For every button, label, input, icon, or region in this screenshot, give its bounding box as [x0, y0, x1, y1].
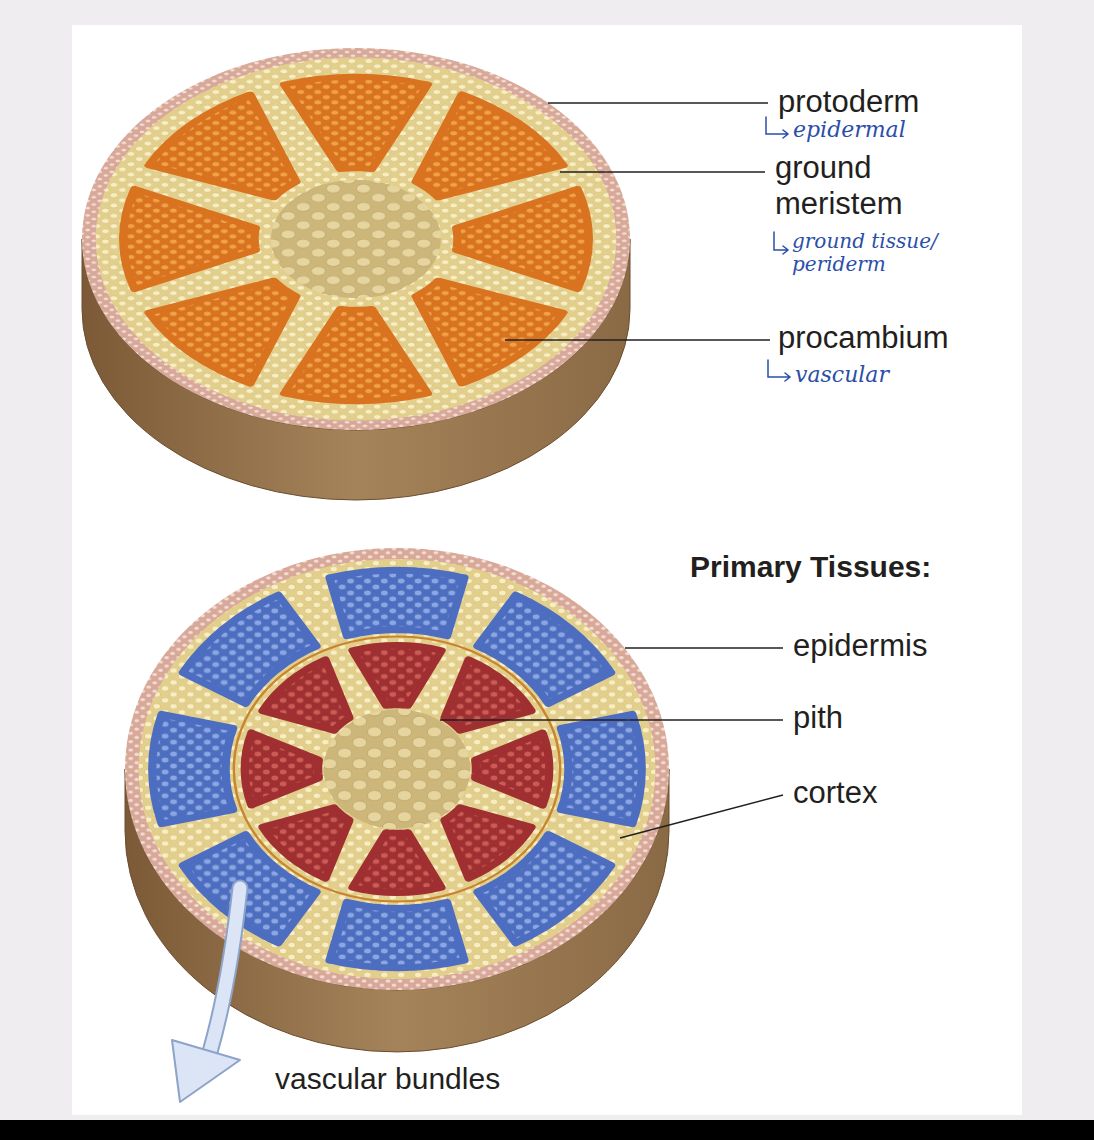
phloem-block: [330, 902, 465, 968]
hand-arrow: [766, 117, 788, 138]
leader-line: [548, 102, 768, 104]
pointer-arrowhead: [172, 1040, 240, 1102]
part-label: procambium: [778, 320, 1038, 356]
xylem-wedge: [475, 733, 549, 805]
pointer-arrow-shaft: [210, 888, 240, 1052]
part-label: cortex: [793, 775, 1033, 811]
xylem-wedge: [245, 733, 319, 805]
procambium-strand: [416, 94, 564, 197]
procambium-strand: [284, 309, 428, 402]
procambium-strand: [123, 189, 256, 289]
epidermis-ring: [125, 548, 669, 990]
leader-line: [620, 795, 783, 838]
cortex-ground: [96, 58, 617, 421]
cambium-ring: [234, 636, 560, 901]
xylem-wedge: [263, 660, 350, 731]
stem-cross-section: [125, 548, 669, 990]
procambium-strand: [284, 77, 428, 170]
phloem-block: [330, 570, 465, 636]
procambium-strand: [148, 94, 296, 197]
xylem-wedge: [352, 832, 441, 892]
annotation-note: ground tissue/ periderm: [792, 230, 982, 276]
pith-core: [271, 180, 441, 298]
xylem-wedge: [352, 645, 441, 705]
leader-line: [625, 647, 783, 649]
panel: [72, 25, 1022, 1115]
annotation-note: vascular: [795, 362, 995, 387]
pointer-arrow-outline: [210, 888, 240, 1052]
xylem-wedge: [263, 808, 350, 879]
epidermis-ring: [82, 48, 630, 430]
procambium-strand: [416, 281, 564, 384]
cortex-ground: [139, 559, 656, 979]
part-label: ground meristem: [775, 150, 950, 221]
procambium-strand: [148, 281, 296, 384]
phloem-block: [561, 714, 642, 824]
procambium-strand: [456, 189, 589, 289]
part-label: epidermis: [793, 628, 1033, 664]
part-label: protoderm: [778, 84, 1028, 120]
part-label: pith: [793, 700, 1033, 736]
hand-arrow: [768, 360, 790, 381]
bottom-bar: [0, 1120, 1094, 1140]
part-label: vascular bundles: [275, 1062, 605, 1097]
stem-cross-section: [82, 48, 630, 430]
section-heading: Primary Tissues:: [690, 550, 1020, 585]
pith-core: [324, 709, 471, 828]
leader-line: [560, 171, 765, 173]
leader-line: [440, 719, 783, 721]
phloem-block: [152, 714, 233, 824]
annotation-note: epidermal: [793, 117, 993, 142]
leader-line: [505, 339, 770, 341]
inner-ground: [234, 636, 560, 901]
hand-arrow: [774, 232, 788, 254]
xylem-wedge: [444, 808, 531, 879]
